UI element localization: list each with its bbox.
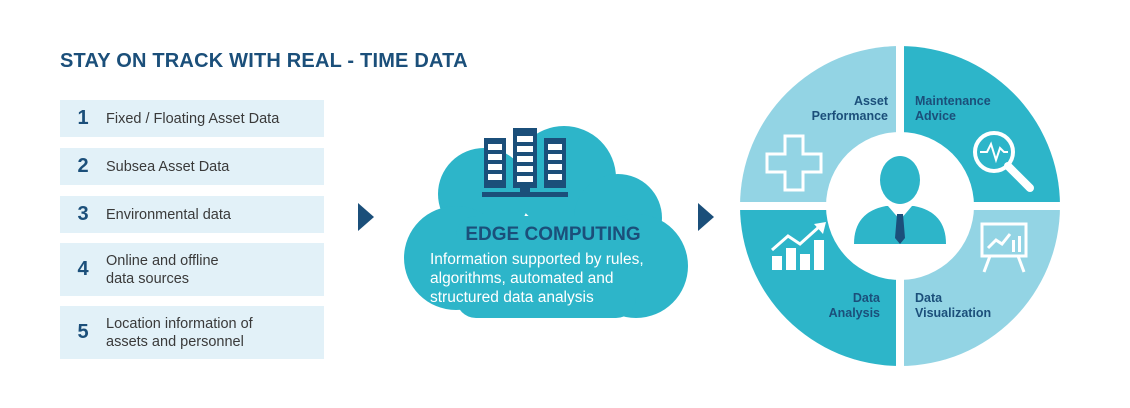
item-label: Location information of assets and perso…: [106, 315, 253, 350]
item-number: 1: [77, 107, 89, 129]
item-label: Online and offline data sources: [106, 252, 219, 287]
presentation-board-icon: [980, 222, 1028, 273]
data-source-item-1: 1 Fixed / Floating Asset Data: [60, 100, 324, 137]
data-source-item-5: 5 Location information of assets and per…: [60, 306, 324, 359]
item-label: Fixed / Floating Asset Data: [106, 110, 280, 127]
data-visualization-label: Data Visualization: [915, 291, 992, 320]
page-title: STAY ON TRACK WITH REAL - TIME DATA: [60, 50, 468, 72]
item-number: 4: [77, 258, 89, 280]
edge-computing-description: Information supported by rules, algorith…: [430, 251, 644, 306]
data-source-item-3: 3 Environmental data: [60, 196, 324, 233]
bar-chart-trend-icon: [771, 222, 826, 270]
magnifier-heartbeat-icon: [973, 131, 1034, 192]
server-icon: [482, 128, 568, 197]
flow-arrow-1-icon: [358, 203, 374, 231]
cloud-shape: [404, 126, 688, 318]
asset-performance-label: Asset Performance: [811, 94, 888, 123]
item-label: Subsea Asset Data: [106, 158, 230, 175]
maintenance-advice-label: Maintenance Advice: [915, 94, 991, 123]
item-number: 3: [77, 203, 89, 225]
data-analysis-label: Data Analysis: [828, 291, 880, 320]
person-icon: [854, 156, 946, 244]
flow-arrow-2-icon: [698, 203, 714, 231]
outcome-wheel: [738, 44, 1062, 368]
data-source-item-2: 2 Subsea Asset Data: [60, 148, 324, 185]
item-number: 5: [77, 321, 89, 343]
edge-computing-title: EDGE COMPUTING: [465, 224, 641, 245]
item-number: 2: [77, 155, 89, 177]
item-label: Environmental data: [106, 206, 231, 223]
data-source-item-4: 4 Online and offline data sources: [60, 243, 324, 296]
medical-cross-icon: [765, 134, 823, 192]
